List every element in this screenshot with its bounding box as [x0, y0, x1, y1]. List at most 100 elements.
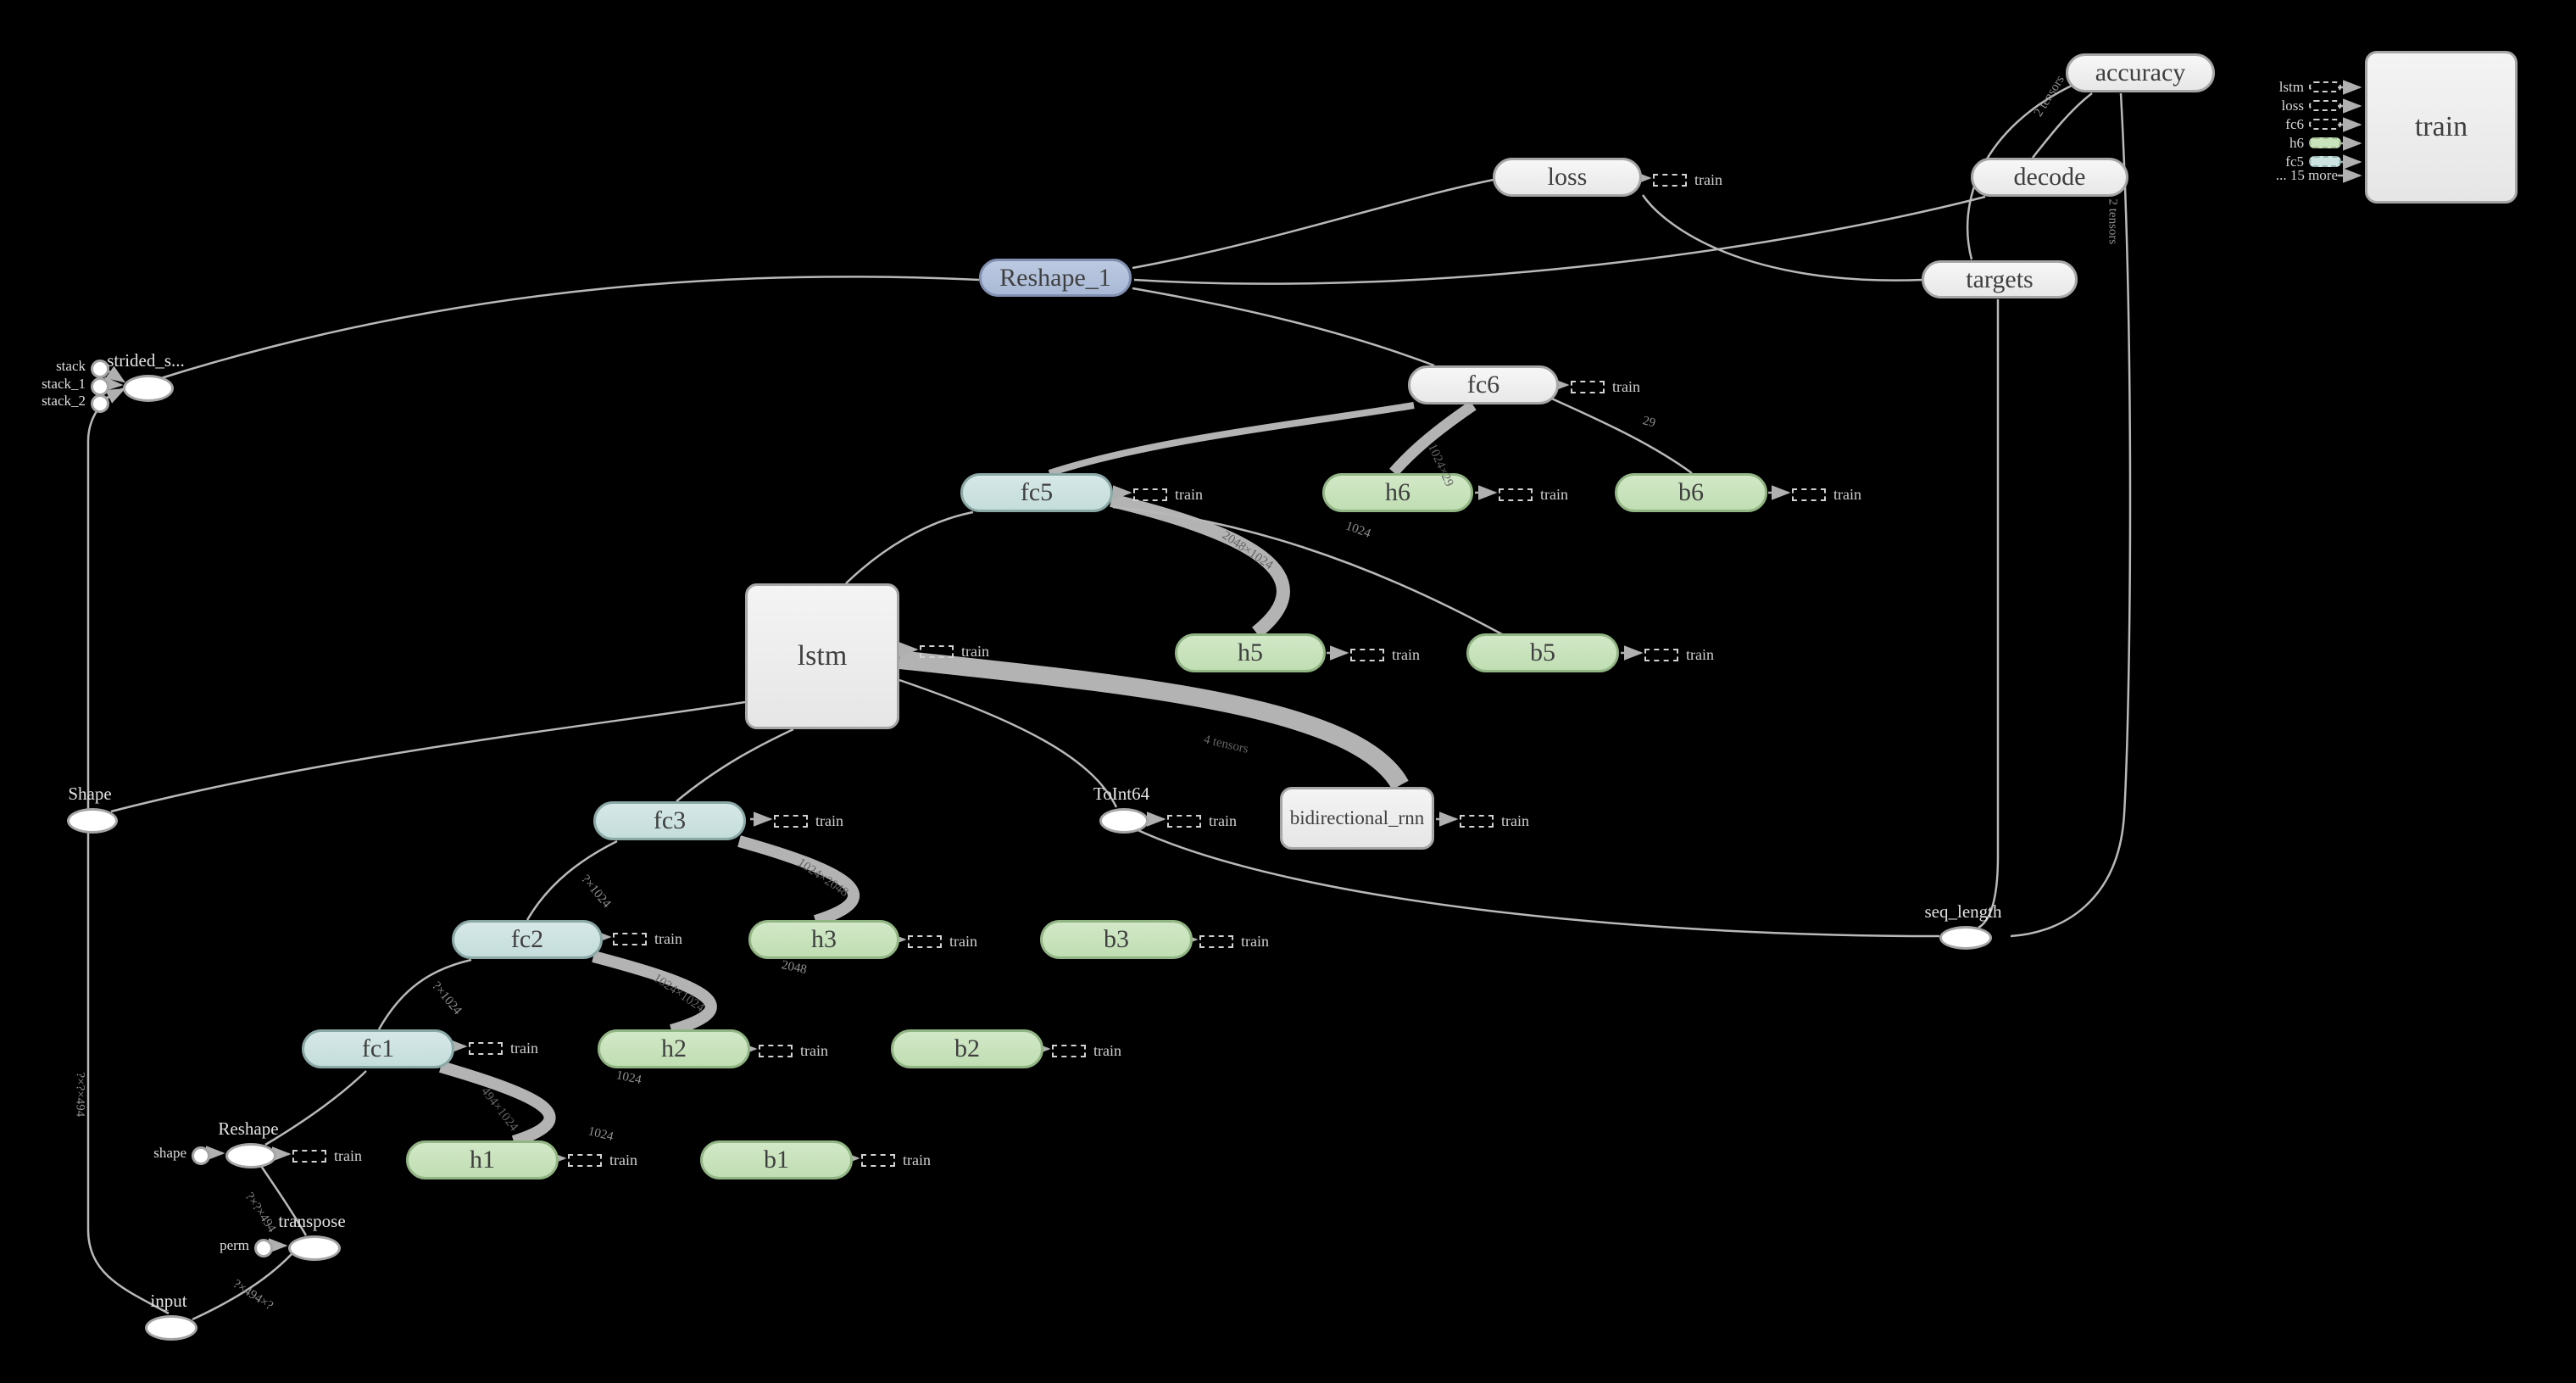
aux-ref-box-b6[interactable] — [1792, 488, 1826, 501]
aux-ref-box-fc5[interactable] — [1133, 488, 1167, 501]
aux-ref-label-b1: train — [903, 1152, 931, 1168]
node-accuracy[interactable]: accuracy — [2066, 53, 2215, 92]
const-shape-const[interactable] — [192, 1146, 210, 1165]
node-lstm[interactable]: lstm — [745, 583, 899, 729]
data-edges — [86, 83, 2132, 1321]
node-b2[interactable]: b2 — [891, 1029, 1043, 1068]
const-stack-2-label: stack_2 — [42, 393, 86, 409]
aux-ref-lstm[interactable]: train — [920, 643, 989, 661]
aux-ref-box-loss[interactable] — [1653, 174, 1687, 187]
const-stack-1[interactable] — [91, 377, 109, 396]
op-seq-length[interactable] — [1939, 926, 1992, 950]
aux-ref-label-loss: train — [1694, 171, 1722, 188]
node-fc1[interactable]: fc1 — [302, 1029, 454, 1068]
aux-ref-box-fc6[interactable] — [1571, 381, 1605, 393]
node-h6[interactable]: h6 — [1322, 473, 1473, 512]
aux-ref-b6[interactable]: train — [1792, 486, 1861, 504]
op-input[interactable] — [145, 1315, 198, 1341]
node-train[interactable]: train — [2365, 51, 2518, 204]
node-fc6[interactable]: fc6 — [1408, 365, 1559, 404]
legend-swatch-lstm — [2309, 81, 2341, 92]
aux-ref-loss[interactable]: train — [1653, 171, 1722, 189]
node-fc5[interactable]: fc5 — [960, 473, 1113, 512]
aux-ref-box-h2[interactable] — [759, 1045, 793, 1057]
aux-ref-label-h6: train — [1540, 486, 1568, 503]
op-toint64[interactable] — [1099, 808, 1149, 834]
node-reshape-1[interactable]: Reshape_1 — [979, 259, 1132, 297]
edge-label-acc-down: 2 tensors — [2106, 198, 2120, 245]
node-h2[interactable]: h2 — [598, 1029, 750, 1068]
aux-ref-box-fc2[interactable] — [613, 933, 647, 945]
op-shape-op[interactable] — [67, 808, 118, 834]
node-b6[interactable]: b6 — [1615, 473, 1767, 512]
aux-ref-label-fc5: train — [1175, 486, 1203, 503]
legend-swatch-h6 — [2309, 137, 2341, 148]
aux-ref-box-h6[interactable] — [1499, 488, 1533, 501]
aux-ref-box-toint64[interactable] — [1167, 815, 1201, 828]
legend-swatch-fc6 — [2309, 119, 2341, 130]
aux-ref-fc2[interactable]: train — [613, 930, 682, 948]
aux-ref-label-b2: train — [1093, 1042, 1121, 1059]
node-b5[interactable]: b5 — [1466, 633, 1619, 672]
aux-ref-label-fc2: train — [654, 930, 682, 947]
aux-ref-fc6[interactable]: train — [1571, 378, 1640, 396]
node-h1[interactable]: h1 — [406, 1140, 559, 1179]
aux-ref-label-b3: train — [1241, 933, 1269, 950]
aux-ref-h2[interactable]: train — [759, 1042, 828, 1060]
thick-weight-edges — [439, 400, 1477, 1147]
aux-ref-b2[interactable]: train — [1052, 1042, 1121, 1060]
aux-ref-b3[interactable]: train — [1199, 933, 1269, 951]
aux-ref-b1[interactable]: train — [861, 1152, 931, 1169]
aux-ref-label-h1: train — [609, 1152, 637, 1168]
aux-ref-fc5[interactable]: train — [1133, 486, 1203, 504]
aux-ref-box-b2[interactable] — [1052, 1045, 1086, 1057]
op-seq-length-label: seq_length — [1924, 901, 2002, 922]
aux-ref-box-b5[interactable] — [1644, 649, 1678, 661]
node-b3[interactable]: b3 — [1040, 920, 1193, 959]
op-toint64-label: ToInt64 — [1093, 784, 1150, 804]
aux-ref-h5[interactable]: train — [1350, 646, 1420, 664]
aux-ref-h3[interactable]: train — [908, 933, 977, 951]
op-strided-slice[interactable] — [123, 375, 174, 402]
op-strided-slice-label: strided_s... — [107, 350, 185, 371]
aux-ref-box-fc1[interactable] — [469, 1042, 503, 1055]
aux-ref-box-h3[interactable] — [908, 935, 942, 948]
aux-ref-box-h1[interactable] — [568, 1154, 602, 1167]
aux-ref-bidirectional-rnn[interactable]: train — [1460, 812, 1529, 830]
aux-ref-h6[interactable]: train — [1499, 486, 1568, 504]
aux-ref-box-fc3[interactable] — [774, 815, 808, 828]
const-perm[interactable] — [254, 1239, 273, 1258]
op-reshape-label: Reshape — [218, 1118, 279, 1139]
node-h3[interactable]: h3 — [748, 920, 899, 959]
node-targets[interactable]: targets — [1922, 260, 2078, 298]
op-transpose[interactable] — [288, 1235, 341, 1261]
op-reshape[interactable] — [225, 1143, 276, 1168]
legend-swatch-fc5 — [2309, 156, 2341, 167]
aux-ref-fc1[interactable]: train — [469, 1040, 538, 1057]
node-fc3[interactable]: fc3 — [593, 801, 746, 840]
aux-ref-box-h5[interactable] — [1350, 649, 1384, 661]
node-decode[interactable]: decode — [1971, 158, 2128, 197]
aux-ref-fc3[interactable]: train — [774, 812, 843, 830]
aux-ref-reshape[interactable]: train — [292, 1147, 362, 1165]
const-stack-2[interactable] — [91, 394, 109, 413]
aux-ref-label-fc1: train — [510, 1040, 538, 1057]
node-fc2[interactable]: fc2 — [452, 920, 603, 959]
aux-ref-label-toint64: train — [1209, 812, 1237, 829]
legend-swatch-loss — [2309, 100, 2341, 111]
aux-ref-box-reshape[interactable] — [292, 1150, 326, 1163]
node-b1[interactable]: b1 — [700, 1140, 853, 1179]
node-loss[interactable]: loss — [1493, 158, 1642, 197]
aux-ref-label-fc6: train — [1612, 378, 1640, 395]
aux-ref-h1[interactable]: train — [568, 1152, 637, 1169]
node-bidirectional-rnn[interactable]: bidirectional_rnn — [1280, 787, 1434, 850]
aux-ref-box-lstm[interactable] — [920, 645, 954, 658]
aux-ref-box-bidirectional-rnn[interactable] — [1460, 815, 1494, 828]
aux-ref-toint64[interactable]: train — [1167, 812, 1237, 830]
node-h5[interactable]: h5 — [1175, 633, 1326, 672]
aux-ref-b5[interactable]: train — [1644, 646, 1714, 664]
op-transpose-label: transpose — [278, 1211, 346, 1231]
aux-ref-box-b3[interactable] — [1199, 935, 1233, 948]
aux-ref-box-b1[interactable] — [861, 1154, 895, 1167]
